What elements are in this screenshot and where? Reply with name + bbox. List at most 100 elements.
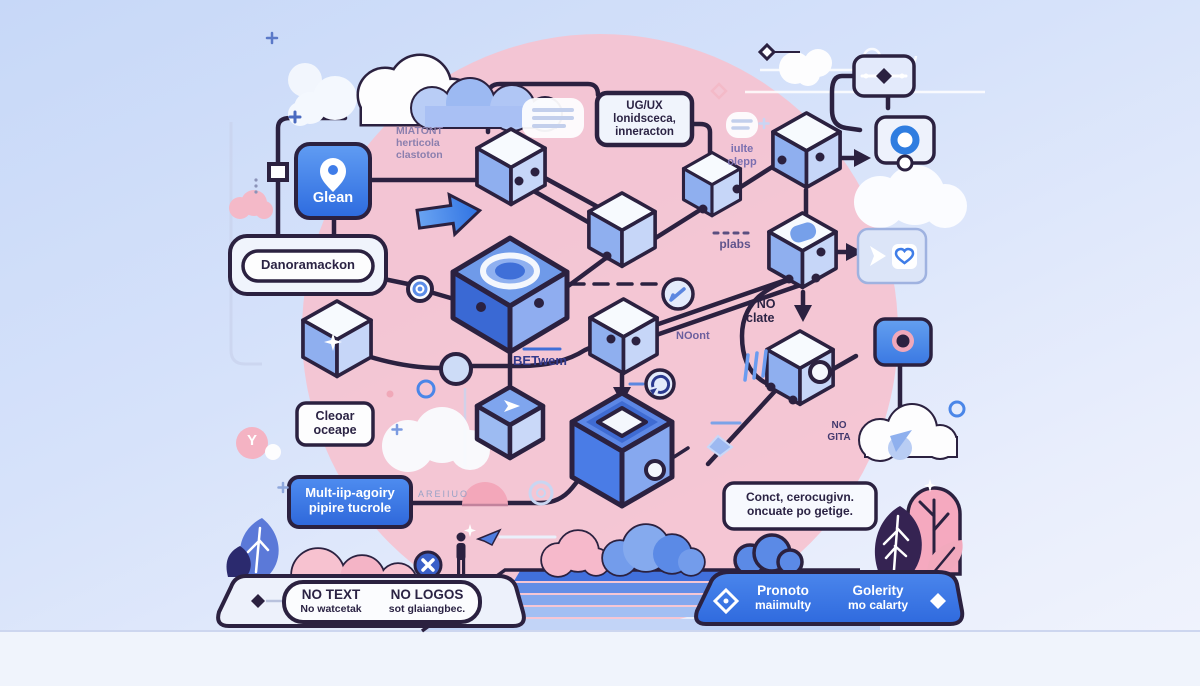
cloud-right: [854, 165, 967, 228]
cleoar-line2: oceape: [313, 423, 357, 438]
pink-dome: [462, 482, 508, 505]
no-clate-line1: + NO: [746, 297, 776, 311]
miatont-line1: MIATONT: [396, 125, 443, 137]
conct-line2: oncuate po getige.: [746, 503, 853, 518]
banner-left-col2-title: NO LOGOS: [390, 587, 464, 602]
cleoar-label: Cleoar oceape: [297, 409, 373, 438]
diamond-outline-icon: [712, 587, 740, 615]
cloud-mid-white: [382, 407, 490, 472]
cloud-pink-small: [229, 190, 273, 219]
pencil-circle-icon: [661, 277, 695, 311]
ugux-line2: lonidsceca,: [613, 113, 676, 126]
no-gita-line1: NO: [831, 420, 847, 431]
cube-node-e-donut: [450, 235, 570, 355]
cube-g-blob: [790, 222, 817, 243]
banner-right-col1: Pronoto maiimulty: [740, 583, 826, 612]
no-clate-note: + NO clate: [746, 297, 798, 326]
pink-dot: [386, 390, 394, 398]
banner-left-col1-sub: No watcetak: [300, 602, 362, 615]
cloud-bottom-blue-fill: [603, 525, 704, 575]
miatont-line3: clastoton: [396, 149, 443, 162]
banner-right-col2-title: Golerity: [852, 583, 904, 598]
conct-line1: Conct, cerocugivn.: [745, 490, 855, 504]
cube-k-sphere: [644, 459, 666, 481]
cloud-outlined-right: [858, 400, 966, 462]
banner-left-col2-sub: sot glaiangbec.: [388, 602, 466, 615]
banner-right: [694, 570, 965, 626]
no-gita-note: NO GITA: [816, 420, 862, 443]
speech-bubble-icon: [522, 98, 758, 138]
circle-node: [439, 352, 473, 386]
cube-h-sphere: [808, 360, 832, 384]
banner-left-pill: [282, 580, 482, 624]
bullseye-icon: [406, 275, 434, 303]
camera-lens-icon: [896, 334, 910, 348]
cleoar-line1: Cleoar: [315, 409, 355, 423]
diamond-icon: [251, 594, 265, 608]
diamond-outline-icons: [710, 42, 800, 100]
banner-left-col1-title: NO TEXT: [301, 587, 361, 602]
sparkle-icon: [924, 479, 936, 492]
blue-diamond-icon: [706, 421, 742, 458]
diamond-node-box: [852, 54, 916, 98]
big-blue-arrow-icon: [415, 191, 483, 238]
ugux-label: UG/UX lonidsceca, inneracton: [597, 100, 692, 140]
ring-node-box: [874, 115, 936, 172]
ugux-line1: UG/UX: [626, 100, 663, 112]
person-silhouette: [456, 532, 466, 577]
cleoar-box: [295, 401, 375, 447]
connection-dots: [476, 152, 826, 405]
square-node: [267, 162, 289, 182]
plabs-note: plabs: [719, 237, 751, 251]
banner-left-col1: NO TEXT No watcetak: [288, 587, 374, 615]
banner-left: [216, 574, 526, 628]
heart-card: [856, 227, 928, 285]
danoramackon-box: [228, 234, 388, 296]
diamond-icon: [930, 593, 946, 609]
dots-column: [254, 178, 258, 194]
conct-label: Conct, cerocugivn. oncuate po getige.: [724, 490, 876, 519]
miatont-note: MIATONT herticola clastoton: [396, 125, 466, 161]
miatont-line2: herticola: [396, 137, 440, 150]
banner-right-col1-title: Pronoto: [757, 583, 809, 598]
spiral-circle-icon: [528, 480, 554, 506]
banner-right-col2-sub: mo calarty: [847, 597, 909, 612]
banner-right-col1-sub: maiimulty: [754, 597, 811, 612]
y-badge-icon: [236, 427, 281, 460]
cloud-bottom-blue2: [733, 533, 804, 577]
glean-label: Glean: [312, 190, 354, 206]
blue-leaves: [226, 518, 279, 577]
iulte-note: iulte olepp: [718, 143, 766, 168]
sparkle-icon: [324, 333, 342, 351]
arrow-right-icon: [870, 246, 886, 266]
mult-label: Mult-iip-agoiry pipire tucrole: [289, 485, 411, 516]
blue-ticks: [743, 349, 768, 382]
floor: [0, 631, 1200, 686]
camera-box: [873, 317, 933, 367]
cloud-top-right: [779, 49, 832, 86]
betwem-note: BETwem: [513, 353, 567, 368]
areiuo-note: AREIIUO: [418, 489, 470, 499]
ring-icon: [890, 125, 920, 155]
conct-box: [722, 481, 878, 531]
no-clate-line2: clate: [746, 311, 775, 326]
heart-check-icon: [894, 247, 915, 265]
mult-line2: pipire tucrole: [308, 499, 392, 515]
paper-plane-icon: [464, 524, 557, 546]
mult-line1: Mult-iip-agoiry: [305, 485, 395, 500]
dark-leaf: [874, 506, 922, 576]
diamond-node-icon: [876, 68, 892, 84]
danoramackon-label: Danoramackon: [261, 257, 355, 272]
iulte-line2: olepp: [727, 155, 757, 168]
plus-marks: [265, 31, 770, 494]
banner-right-col2: Golerity mo calarty: [832, 583, 924, 612]
refresh-circle-icon: [628, 368, 676, 400]
noont-note: NOont: [676, 330, 710, 342]
glean-node: [294, 142, 372, 220]
blue-ring-small-icon: [416, 379, 436, 399]
cube-node-j: [474, 384, 546, 461]
x-badge-icon: [413, 550, 443, 580]
pink-leaf: [927, 540, 963, 576]
